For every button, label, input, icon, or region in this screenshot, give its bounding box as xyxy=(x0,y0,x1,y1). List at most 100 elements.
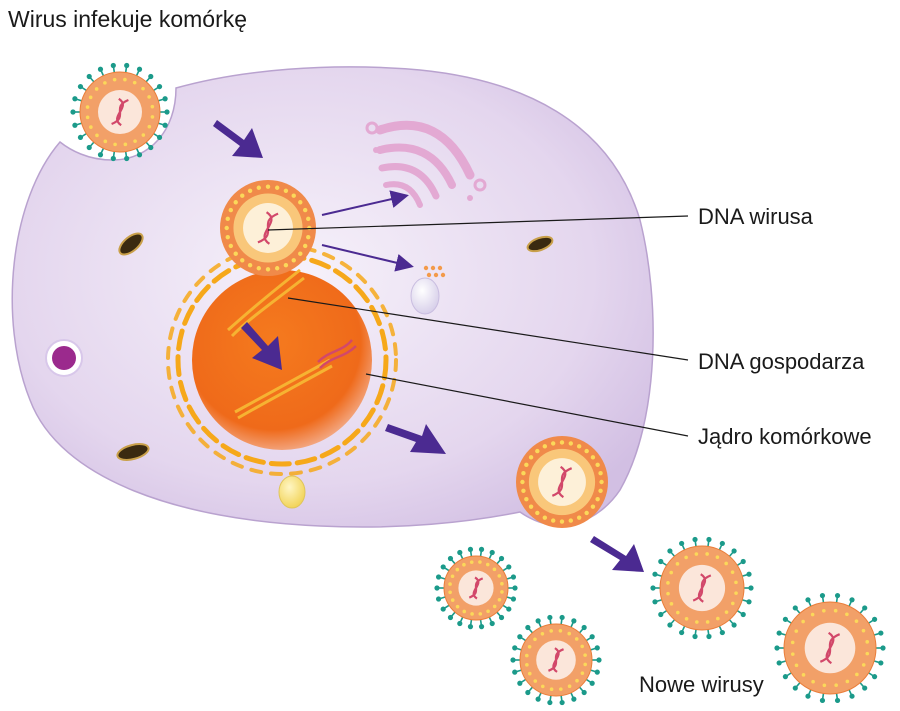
spike-tip xyxy=(478,624,485,630)
arrow-to-vesicle xyxy=(321,244,414,272)
spike-tip xyxy=(447,614,454,621)
capsid-dot xyxy=(298,251,303,256)
capsid-dot xyxy=(528,504,534,509)
spike-tip xyxy=(774,645,780,651)
spike-tip xyxy=(435,574,442,580)
capsid-dot xyxy=(525,653,529,658)
capsid-dot xyxy=(256,185,262,190)
spike-tip xyxy=(164,109,170,115)
label-nucleus: Jądro komórkowe xyxy=(698,424,872,449)
spike-tip xyxy=(740,558,746,565)
spike-tip xyxy=(805,597,811,603)
spike-tip xyxy=(457,620,463,627)
spike-tip xyxy=(489,549,495,556)
capsid-dot xyxy=(492,567,497,572)
capsid-dot xyxy=(675,562,680,566)
spike-tip xyxy=(512,585,518,591)
spike-tip xyxy=(517,680,523,686)
capsid-dot xyxy=(291,193,296,198)
capsid-dot xyxy=(540,631,545,636)
capsid-dot xyxy=(462,609,467,614)
spike-tip xyxy=(679,629,685,636)
spike-tip xyxy=(110,155,116,162)
capsid-dot xyxy=(521,470,526,476)
virus-entering xyxy=(70,62,170,162)
spike-tip xyxy=(792,685,798,691)
capsid-dot xyxy=(854,619,859,623)
spike-tip xyxy=(506,564,512,570)
spike-tip xyxy=(692,633,698,640)
capsid-dot xyxy=(85,105,90,109)
capsid-dot xyxy=(141,133,146,137)
capsid-dot xyxy=(716,616,720,621)
spike-tip xyxy=(792,605,798,611)
capsid-dot xyxy=(715,555,720,560)
capsid-dot xyxy=(283,188,289,194)
capsid-dot xyxy=(790,652,795,656)
capsid-dot xyxy=(500,590,504,594)
ribosome-dots xyxy=(423,265,446,278)
spike-tip xyxy=(156,83,163,90)
capsid-dot xyxy=(861,663,866,667)
viral-dna-strand xyxy=(697,573,707,603)
spike-tip xyxy=(650,585,656,591)
spike-tip xyxy=(782,674,789,680)
capsid-dot xyxy=(527,644,532,649)
capsid-dot xyxy=(666,591,670,596)
capsid-dot xyxy=(822,683,827,688)
label-new-viruses: Nowe wirusy xyxy=(639,672,764,697)
spike-tip xyxy=(571,618,577,624)
capsid-dot xyxy=(123,142,128,147)
capsid-dot xyxy=(233,251,238,256)
spike-tip xyxy=(880,645,886,651)
capsid-dot xyxy=(485,562,490,567)
spike-tip xyxy=(547,699,553,706)
spike-tip xyxy=(849,597,855,603)
spike-tip xyxy=(498,555,505,562)
capsid-dot xyxy=(94,87,99,91)
spike-tip xyxy=(589,680,595,686)
capsid-dot xyxy=(576,515,582,520)
spike-tip xyxy=(525,624,531,631)
capsid-dot xyxy=(684,616,689,621)
capsid-dot xyxy=(291,258,296,263)
yellow-vesicle xyxy=(278,475,306,509)
leader-lines xyxy=(267,215,689,437)
capsid-dot xyxy=(521,488,526,494)
spike-tip xyxy=(162,96,168,102)
spike-tip xyxy=(834,697,841,704)
viral-dna-in-nucleus xyxy=(317,339,357,369)
capsid-dot xyxy=(861,628,866,633)
spike-tip xyxy=(834,592,841,599)
capsid-dot xyxy=(455,567,460,572)
viral-dna-strand xyxy=(825,631,835,665)
capsid-dot xyxy=(492,604,497,609)
spike-tip xyxy=(667,548,673,554)
capsid-dot xyxy=(525,663,529,667)
capsid-dot xyxy=(549,687,554,691)
capsid-dot xyxy=(580,644,585,649)
capsid-dot xyxy=(147,95,151,99)
capsid-dot xyxy=(724,561,728,566)
capsid-dot xyxy=(584,448,589,454)
spike-tip xyxy=(878,660,884,666)
spike-tip xyxy=(731,548,737,554)
capsid-dot xyxy=(535,510,540,516)
spike-tip xyxy=(72,96,78,102)
spike-tip xyxy=(510,574,517,580)
capsid-dot xyxy=(225,216,230,222)
spike-tip xyxy=(77,134,84,141)
capsid-dot xyxy=(228,243,234,249)
capsid-dot xyxy=(559,519,565,524)
spike-tip xyxy=(162,122,168,128)
capsid-dot xyxy=(535,448,540,454)
capsid-dot xyxy=(865,640,870,644)
viruses xyxy=(70,62,886,706)
spike-tip xyxy=(719,629,725,636)
capsid-dot xyxy=(576,444,582,449)
capsid-dot xyxy=(455,604,460,609)
spike-tip xyxy=(746,599,752,605)
spike-tip xyxy=(440,606,446,612)
capsid-dot xyxy=(575,678,579,683)
